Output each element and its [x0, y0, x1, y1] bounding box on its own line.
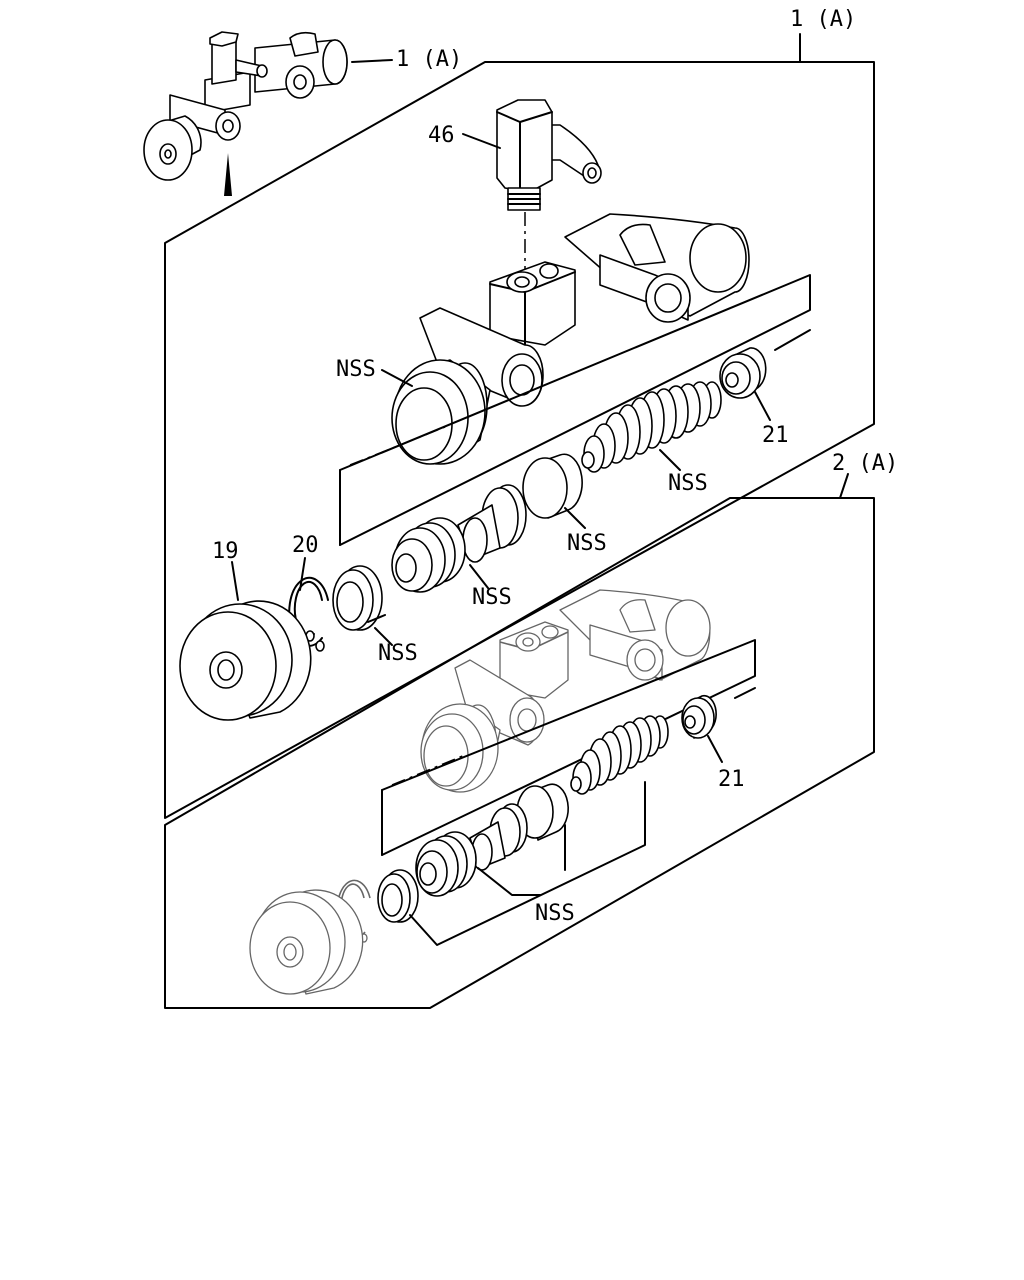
end-cap-21-upper [719, 347, 767, 399]
label-part-46: 46 [428, 123, 455, 148]
label-assembly-2: 2 (A) [832, 451, 898, 476]
label-nss-spring: NSS [668, 471, 708, 496]
return-spring-lower [570, 715, 669, 795]
label-part-21-lower: 21 [718, 767, 745, 792]
master-cylinder-body-lower [420, 589, 711, 793]
assembly-1-frame [164, 61, 875, 819]
dust-boot-lower [249, 889, 364, 995]
thumbnail-assembly [143, 31, 348, 196]
label-part-19: 19 [212, 539, 239, 564]
piston-lower [415, 803, 528, 897]
label-assembly-1-thumb: 1 (A) [396, 47, 462, 72]
seal-lower [377, 869, 419, 923]
assembly-2-frame [164, 497, 875, 1009]
label-nss-lower: NSS [535, 901, 575, 926]
label-assembly-1: 1 (A) [790, 7, 856, 32]
cup-seal-upper [522, 453, 583, 519]
dust-boot-19 [179, 600, 312, 721]
banjo-fitting-46 [496, 99, 602, 211]
end-cap-21-lower [681, 694, 717, 739]
master-cylinder-body [391, 213, 750, 465]
label-part-20: 20 [292, 533, 319, 558]
piston-upper [391, 484, 527, 593]
label-nss-piston: NSS [472, 585, 512, 610]
label-nss-cup: NSS [567, 531, 607, 556]
return-spring-upper [581, 381, 722, 473]
label-nss-seal: NSS [378, 641, 418, 666]
label-nss-body: NSS [336, 357, 376, 382]
label-part-21-upper: 21 [762, 423, 789, 448]
seal-upper [332, 565, 386, 631]
